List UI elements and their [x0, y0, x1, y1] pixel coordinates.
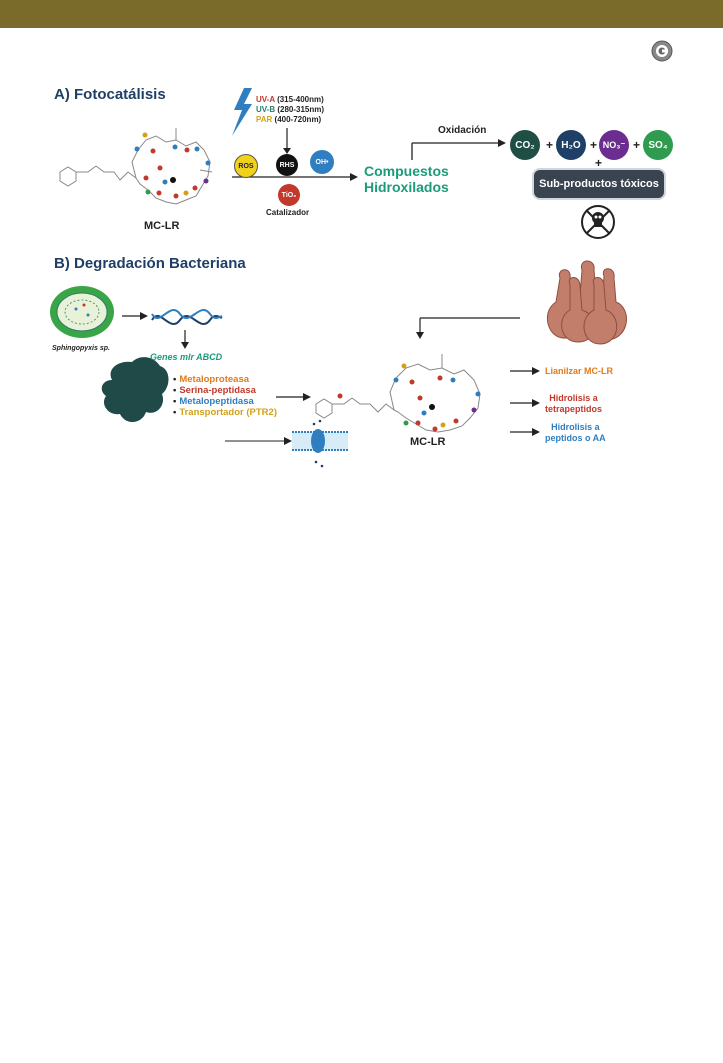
genes-label: Genes mlr ABCD	[150, 352, 223, 362]
oxidation-label: Oxidación	[438, 125, 487, 136]
mc-lr-structure-a	[59, 128, 213, 205]
outcome-2-line-1: Hidrolisis a	[549, 393, 598, 403]
tio2-badge: TiO₂	[278, 184, 300, 206]
outcome-3: Hidrolisis a peptidos o AA	[545, 422, 606, 444]
plus-sign-4: +	[595, 156, 603, 170]
compounds-line-2: Hidroxilados	[364, 179, 449, 195]
enzyme-label: Metaloproteasa	[179, 374, 250, 385]
skull-icon	[581, 205, 615, 239]
membrane-transporter-icon	[292, 419, 348, 468]
so4-product: SO₄	[643, 130, 673, 160]
compounds-label: Compuestos Hidroxilados	[364, 163, 449, 195]
section-b-title: B) Degradación Bacteriana	[54, 255, 246, 272]
lightning-icon	[232, 88, 252, 136]
co2-product: CO₂	[510, 130, 540, 160]
mc-lr-label-a: MC-LR	[144, 220, 180, 232]
dna-icon	[151, 308, 223, 326]
enzyme-item: •Transportador (PTR2)	[173, 407, 277, 418]
plus-sign-2: +	[590, 138, 598, 152]
par-band: PAR	[256, 115, 273, 124]
uv-legend: UV-A (315-400nm) UV-B (280-315nm) PAR (4…	[256, 95, 324, 125]
outcome-3-line-2: peptidos o AA	[545, 433, 606, 443]
outcome-2-line-2: tetrapeptidos	[545, 404, 603, 414]
h2o-product: H₂O	[556, 130, 586, 160]
gear-logo-icon	[651, 40, 673, 62]
oh-badge: OH•	[310, 150, 334, 174]
par-range: (400-720nm)	[274, 115, 322, 124]
enzyme-item: •Serina-peptidasa	[173, 385, 256, 396]
enzyme-item: •Metalopeptidasa	[173, 396, 254, 407]
enzyme-label: Transportador (PTR2)	[179, 407, 277, 418]
mc-lr-atoms-b	[337, 363, 481, 432]
mc-lr-atoms-a	[134, 132, 211, 199]
uv-b-range: (280-315nm)	[277, 105, 325, 114]
no3-product: NO₃⁻	[599, 130, 629, 160]
outcome-2: Hidrolisis a tetrapeptidos	[545, 393, 602, 415]
enzyme-label: Metalopeptidasa	[179, 396, 254, 407]
bacterium-icon	[50, 286, 114, 338]
enzyme-label: Serina-peptidasa	[179, 385, 256, 396]
enzyme-list: •Metaloproteasa •Serina-peptidasa •Metal…	[173, 374, 277, 418]
uv-b-band: UV-B	[256, 105, 276, 114]
organism-label: Sphingopyxis sp.	[52, 345, 110, 352]
compounds-line-1: Compuestos	[364, 163, 449, 179]
enzyme-icon	[101, 357, 169, 423]
rhs-badge: RHS	[276, 154, 298, 176]
plus-sign-1: +	[546, 138, 554, 152]
plus-sign-3: +	[633, 138, 641, 152]
cell-cluster-icon	[546, 260, 627, 345]
ros-badge: ROS	[234, 154, 258, 178]
uv-a-range: (315-400nm)	[277, 95, 324, 104]
outcome-3-line-1: Hidrolisis a	[551, 422, 600, 432]
enzyme-item: •Metaloproteasa	[173, 374, 250, 385]
section-a-title: A) Fotocatálisis	[54, 86, 166, 103]
uv-a-band: UV-A	[256, 95, 275, 104]
mc-lr-label-b: MC-LR	[410, 436, 446, 448]
toxic-byproducts-box: Sub-productos tóxicos	[534, 170, 664, 198]
catalyst-label: Catalizador	[266, 208, 310, 217]
top-banner	[0, 0, 723, 28]
outcome-1: Lianilzar MC-LR	[545, 366, 614, 376]
